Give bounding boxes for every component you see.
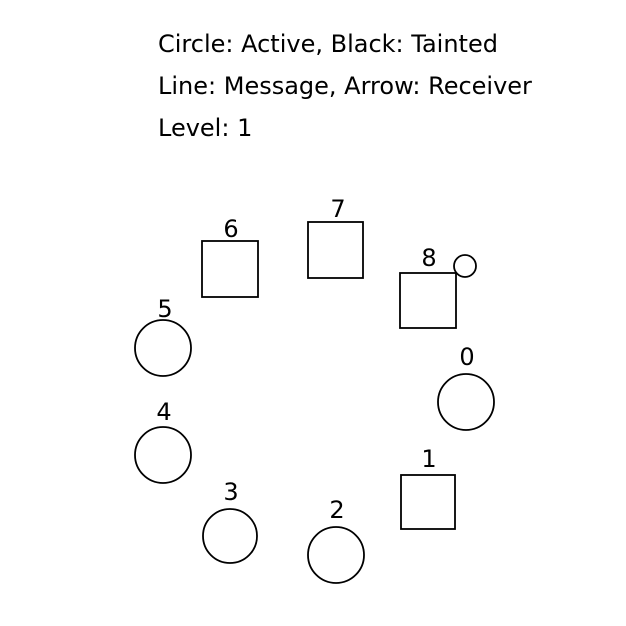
node-6-label: 6 [223, 215, 238, 243]
node-5-circle [134, 319, 192, 377]
node-1-label: 1 [421, 445, 436, 473]
node-7-square [307, 221, 364, 279]
legend-line-message: Line: Message, Arrow: Receiver [158, 72, 532, 100]
small-circle-at-node-8 [453, 254, 477, 278]
node-4-circle [134, 426, 192, 484]
legend-line-level: Level: 1 [158, 114, 252, 142]
node-3-circle [202, 508, 258, 564]
node-0-label: 0 [459, 343, 474, 371]
node-4-label: 4 [156, 398, 171, 426]
node-2-circle [307, 526, 365, 584]
node-2-label: 2 [329, 496, 344, 524]
nodes-layer: 0 1 2 3 4 5 6 7 8 [134, 195, 495, 584]
legend-line-shapes: Circle: Active, Black: Tainted [158, 30, 498, 58]
node-3-label: 3 [223, 478, 238, 506]
node-1-square [400, 474, 456, 530]
node-6-square [201, 240, 259, 298]
node-0-circle [437, 373, 495, 431]
node-8-square [399, 272, 457, 329]
node-8-label: 8 [421, 244, 436, 272]
node-7-label: 7 [330, 195, 345, 223]
node-5-label: 5 [157, 295, 172, 323]
